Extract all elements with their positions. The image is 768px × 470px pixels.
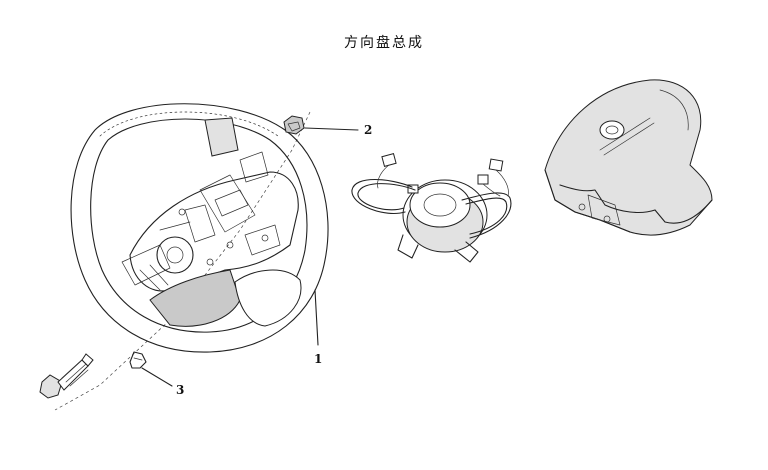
leader-line-3	[141, 367, 173, 387]
steering-wheel	[70, 103, 329, 353]
center-axis-line	[54, 111, 311, 411]
clock-spring	[351, 153, 512, 263]
airbag-module	[544, 79, 713, 236]
bolt	[39, 353, 94, 399]
diagram-title: 方向盘总成	[344, 35, 424, 51]
nut-part-2	[283, 115, 305, 135]
leader-line-1	[314, 289, 319, 346]
callout-1: 1	[314, 352, 322, 366]
callout-3: 3	[176, 383, 184, 397]
callout-2: 2	[364, 123, 372, 137]
leader-line-2	[304, 127, 359, 131]
clip-part-3	[129, 351, 147, 369]
